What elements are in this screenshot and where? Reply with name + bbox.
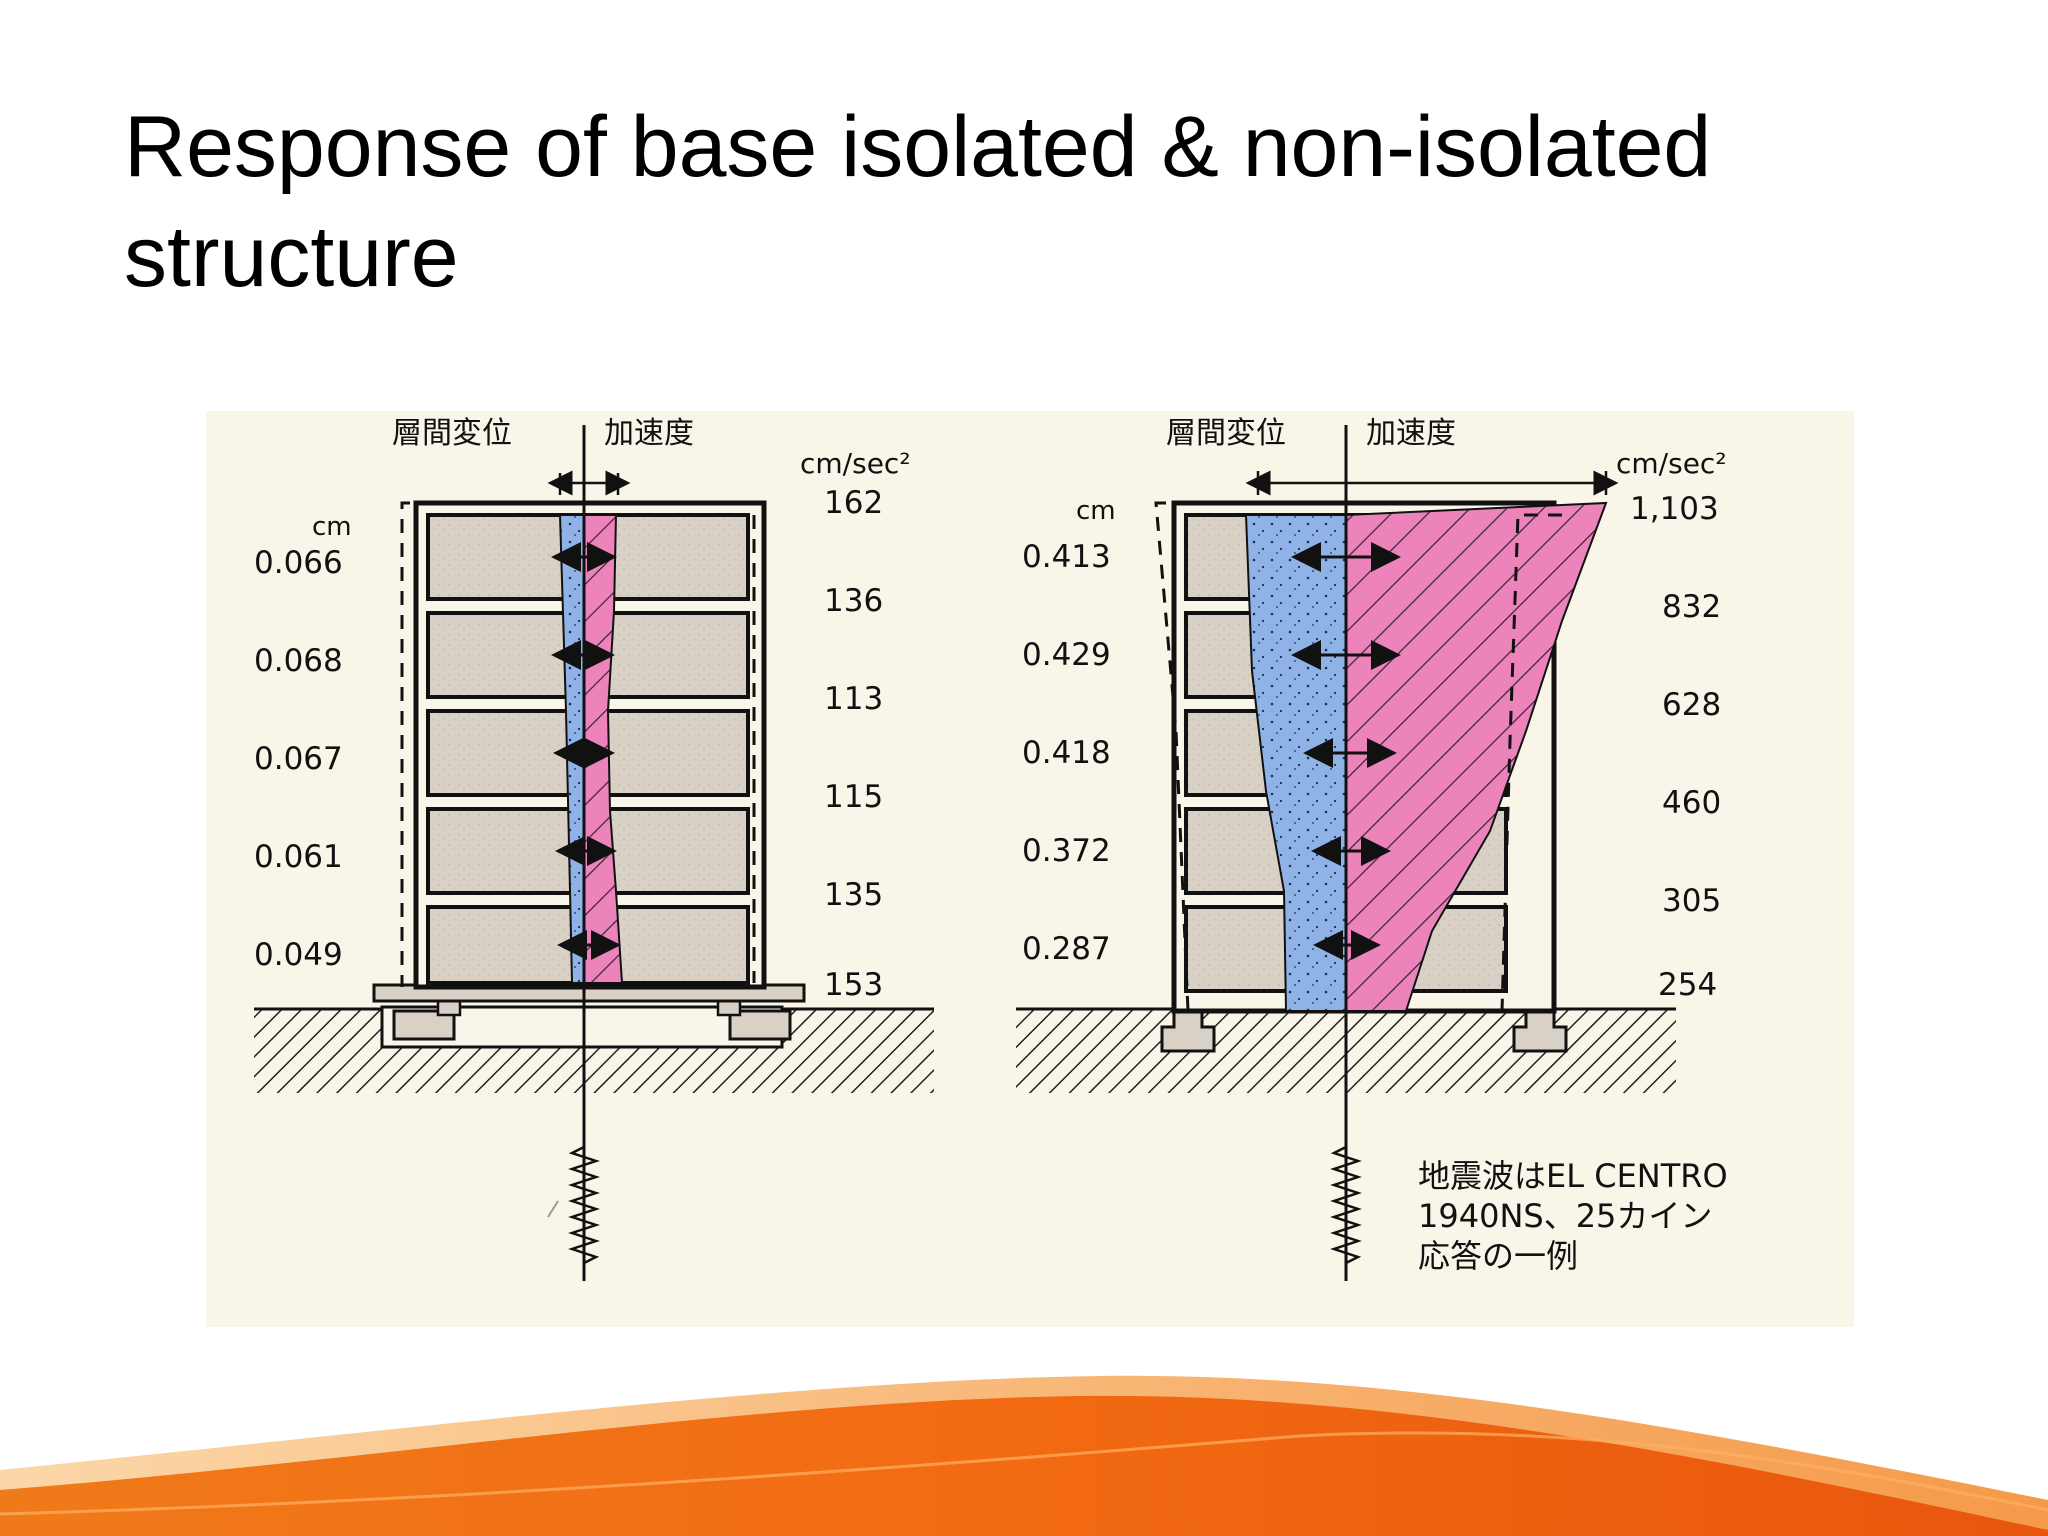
slide-title-line1: Response of base isolated & non-isolated <box>124 99 1712 195</box>
footing-left <box>1160 1011 1216 1053</box>
footer-wave-decoration <box>0 1375 2048 1536</box>
drift-value: 0.287 <box>1022 931 1111 967</box>
drift-value: 0.061 <box>254 839 343 875</box>
non-isolated-building: 層間変位 加速度 cm cm/sec² 0.413 0.429 0.418 0.… <box>1016 416 1728 1281</box>
accel-unit-left: cm/sec² <box>800 447 911 480</box>
drift-unit-left: cm <box>312 512 352 542</box>
drift-value: 0.372 <box>1022 833 1111 869</box>
accel-value: 1,103 <box>1630 491 1719 527</box>
slide-title: Response of base isolated & non-isolated… <box>124 92 1924 312</box>
header-accel-left: 加速度 <box>604 416 694 451</box>
earthquake-note: 地震波はEL CENTRO 1940NS、25カイン 応答の一例 <box>1418 1157 1728 1275</box>
drift-outline-left <box>400 501 410 987</box>
accel-value: 460 <box>1662 785 1721 821</box>
accel-value: 162 <box>824 485 883 521</box>
drift-value: 0.429 <box>1022 637 1111 673</box>
drift-value: 0.066 <box>254 545 343 581</box>
drift-unit-right: cm <box>1076 496 1116 526</box>
seismic-wave-icon <box>568 1145 600 1265</box>
slide-title-line2: structure <box>124 209 459 305</box>
note-line3: 応答の一例 <box>1418 1237 1578 1275</box>
accel-value: 115 <box>824 779 883 815</box>
footing-right <box>1512 1011 1568 1053</box>
drift-value: 0.067 <box>254 741 343 777</box>
accel-unit-right: cm/sec² <box>1616 447 1727 480</box>
drift-value: 0.068 <box>254 643 343 679</box>
header-drift-left: 層間変位 <box>392 416 512 451</box>
response-diagram: 層間変位 加速度 cm cm/sec² 0.066 0.068 0.067 0.… <box>206 411 1854 1327</box>
drift-outline-right <box>1154 501 1190 1012</box>
accel-value: 136 <box>824 583 883 619</box>
accel-band-right <box>1345 501 1608 1012</box>
accel-value: 305 <box>1662 883 1721 919</box>
isolated-building: 層間変位 加速度 cm cm/sec² 0.066 0.068 0.067 0.… <box>254 416 934 1281</box>
drift-value: 0.049 <box>254 937 343 973</box>
header-drift-right: 層間変位 <box>1166 416 1286 451</box>
accel-value: 153 <box>824 967 883 1003</box>
drift-value: 0.418 <box>1022 735 1111 771</box>
accel-value: 832 <box>1662 589 1721 625</box>
accel-value: 135 <box>824 877 883 913</box>
accel-value: 254 <box>1658 967 1717 1003</box>
note-line2: 1940NS、25カイン <box>1418 1197 1712 1235</box>
note-line1: 地震波はEL CENTRO <box>1418 1157 1728 1195</box>
header-accel-right: 加速度 <box>1366 416 1456 451</box>
accel-value: 628 <box>1662 687 1721 723</box>
seismic-wave-icon <box>1330 1145 1362 1265</box>
drift-value: 0.413 <box>1022 539 1111 575</box>
accel-value: 113 <box>824 681 883 717</box>
